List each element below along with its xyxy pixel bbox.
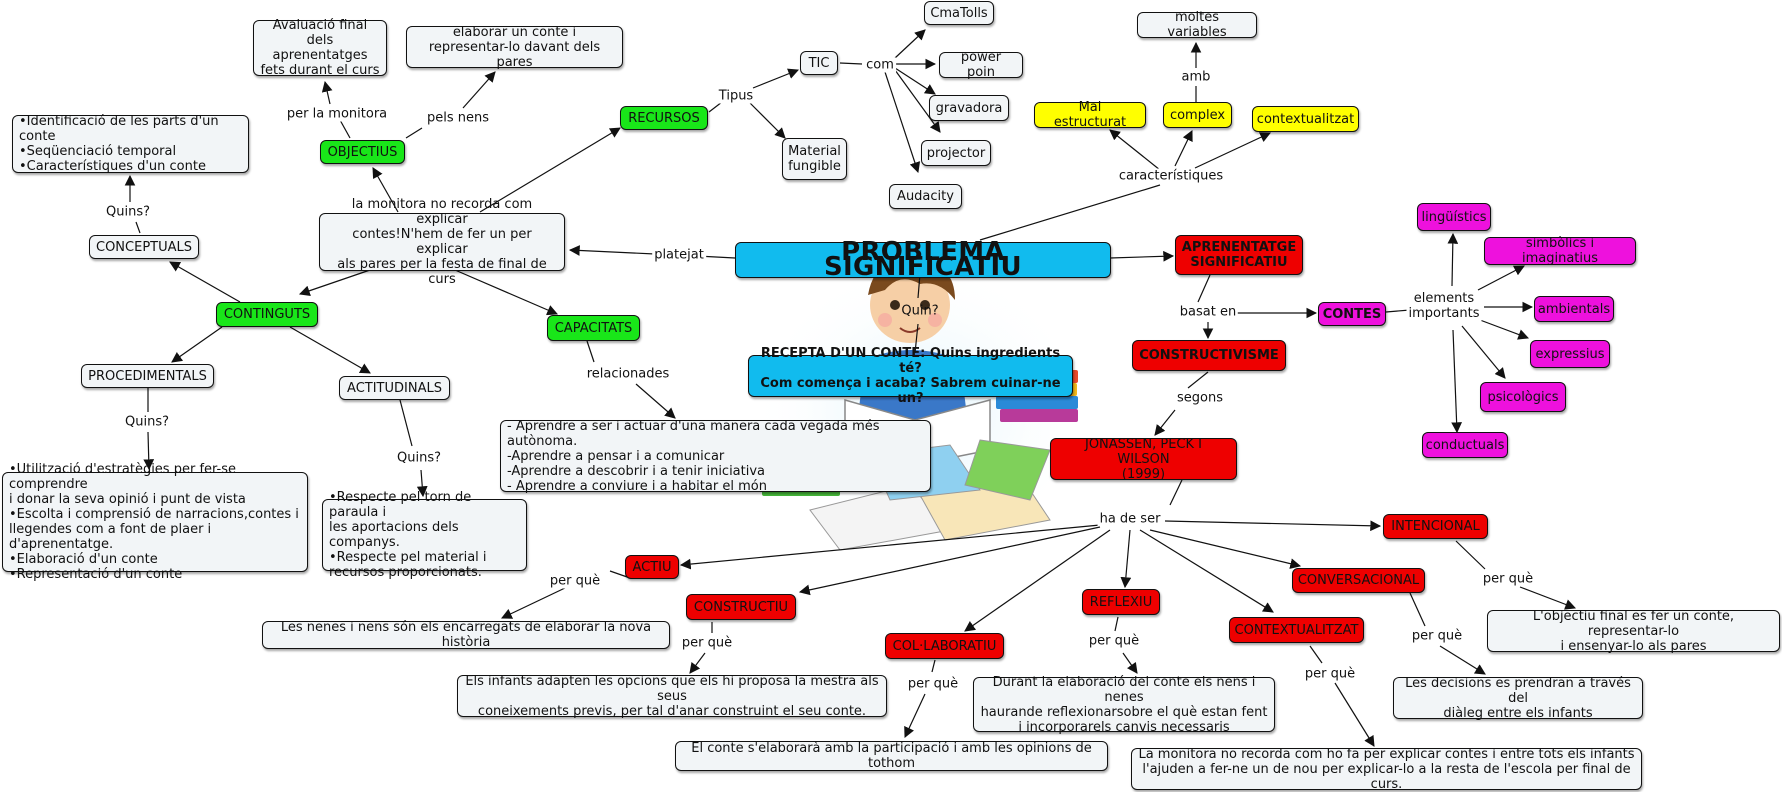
objectius-node[interactable]: OBJECTIUS: [320, 140, 405, 164]
link-per-que-contextualitzat: per què: [1302, 666, 1358, 682]
link-relacionades: relacionades: [584, 366, 672, 382]
link-quin: Quin?: [901, 303, 939, 319]
caracteristica-contextualitzat[interactable]: contextualitzat: [1252, 106, 1359, 132]
conceptuals-list[interactable]: •Identificació de les parts d'un conte •…: [12, 114, 249, 174]
tic-node[interactable]: TIC: [800, 51, 838, 75]
link-quins-actitudinals: Quins?: [395, 450, 443, 466]
aprenentatge-node[interactable]: APRENENTATGE SIGNIFICATIU: [1175, 235, 1303, 275]
continguts-node[interactable]: CONTINGUTS: [216, 302, 318, 327]
situation-node[interactable]: la monitora no recorda com explicar cont…: [319, 197, 565, 287]
reflexiu-node[interactable]: REFLEXIU: [1082, 589, 1160, 615]
link-per-que-colaboratiu: per què: [905, 676, 961, 692]
reflexiu-desc[interactable]: Durant la elaboració del conte els nens …: [973, 675, 1275, 735]
moltes-variables-node[interactable]: moltes variables: [1137, 10, 1257, 40]
tool-audacity[interactable]: Audacity: [889, 184, 962, 209]
procedimentals-list[interactable]: •Utilització d'estratègies per fer-se co…: [2, 462, 308, 582]
conte-element-psicologics[interactable]: psicològics: [1480, 382, 1566, 412]
conte-element-ambientals[interactable]: ambientals: [1534, 296, 1614, 322]
avaluacio-node[interactable]: Avaluació final dels aprenentatges fets …: [253, 18, 387, 78]
link-quins-conceptuals: Quins?: [104, 204, 152, 220]
constructiu-desc[interactable]: Els infants adapten les opcions que els …: [457, 674, 887, 719]
conte-element-conductuals[interactable]: conductuals: [1422, 432, 1508, 458]
tool-power-poin[interactable]: power poin: [939, 50, 1023, 80]
capacitats-list[interactable]: - Aprendre a ser i actuar d'una manera c…: [500, 419, 931, 494]
actiu-node[interactable]: ACTIU: [625, 555, 679, 579]
link-segons: segons: [1175, 390, 1225, 406]
actitudinals-node[interactable]: ACTITUDINALS: [339, 376, 450, 400]
conversacional-node[interactable]: CONVERSACIONAL: [1292, 568, 1425, 593]
link-per-que-reflexiu: per què: [1086, 633, 1142, 649]
link-quins-procedimentals: Quins?: [123, 414, 171, 430]
recepta-node[interactable]: RECEPTA D'UN CONTE: Quins ingredients té…: [748, 346, 1073, 406]
contes-node[interactable]: CONTES: [1318, 302, 1386, 326]
elements-importants-label: elements importants: [1406, 291, 1482, 321]
link-per-que-conversacional: per què: [1409, 628, 1465, 644]
conte-element-expressius[interactable]: expressius: [1530, 340, 1610, 368]
conte-element-linguistics[interactable]: lingüístics: [1417, 203, 1491, 231]
material-fungible-node[interactable]: Material fungible: [782, 138, 847, 180]
colaboratiu-node[interactable]: COL·LABORATIU: [885, 633, 1004, 659]
constructivisme-node[interactable]: CONSTRUCTIVISME: [1132, 340, 1286, 371]
caracteristiques-label: característiques: [1116, 168, 1226, 184]
elaborar-node[interactable]: elaborar un conte i representar-lo davan…: [406, 25, 623, 70]
contextualitzat-desc[interactable]: La monitora no recorda com ho fa per exp…: [1131, 747, 1642, 792]
caracteristica-complex[interactable]: complex: [1163, 102, 1232, 128]
conversacional-desc[interactable]: Les decisions es prendran a través del d…: [1393, 676, 1643, 721]
tool-cmatolls[interactable]: CmaTolls: [924, 1, 994, 25]
procedimentals-node[interactable]: PROCEDIMENTALS: [81, 364, 214, 388]
link-per-la-monitora: per la monitora: [284, 106, 390, 122]
link-basat-en: basat en: [1177, 304, 1239, 320]
conceptuals-node[interactable]: CONCEPTUALS: [89, 235, 199, 259]
capacitats-node[interactable]: CAPACITATS: [547, 315, 640, 341]
link-platejat: platejat: [652, 247, 706, 263]
link-tipus: Tipus: [716, 88, 756, 104]
conte-element-simbolics[interactable]: simbòlics i imaginatius: [1484, 236, 1636, 266]
intencional-desc[interactable]: L'objectiu final es fer un conte, repres…: [1487, 609, 1780, 654]
recursos-node[interactable]: RECURSOS: [620, 106, 708, 130]
contextualitzat-node[interactable]: CONTEXTUALITZAT: [1229, 617, 1364, 643]
link-per-que-actiu: per què: [547, 573, 603, 589]
central-title[interactable]: PROBLEMA SIGNIFICATIU: [735, 239, 1111, 280]
actiu-desc[interactable]: Les nenes i nens són els encarregats de …: [262, 620, 670, 650]
tool-projector[interactable]: projector: [921, 140, 991, 166]
tool-gravadora[interactable]: gravadora: [929, 95, 1009, 121]
caracteristica-mal-estructurat[interactable]: Mal estructurat: [1034, 100, 1146, 130]
link-pels-nens: pels nens: [424, 110, 492, 126]
actitudinals-list[interactable]: •Respecte pel torn de paraula i les apor…: [322, 490, 527, 580]
link-ha-de-ser: ha de ser: [1097, 511, 1163, 527]
link-com: com: [864, 57, 896, 73]
link-amb: amb: [1179, 69, 1213, 85]
link-per-que-constructiu: per què: [679, 635, 735, 651]
colaboratiu-desc[interactable]: El conte s'elaborarà amb la participació…: [675, 741, 1108, 771]
link-per-que-intencional: per què: [1480, 571, 1536, 587]
jonassen-node[interactable]: JONASSEN, PECK I WILSON (1999): [1050, 437, 1237, 482]
constructiu-node[interactable]: CONSTRUCTIU: [686, 594, 796, 620]
intencional-node[interactable]: INTENCIONAL: [1383, 514, 1488, 539]
